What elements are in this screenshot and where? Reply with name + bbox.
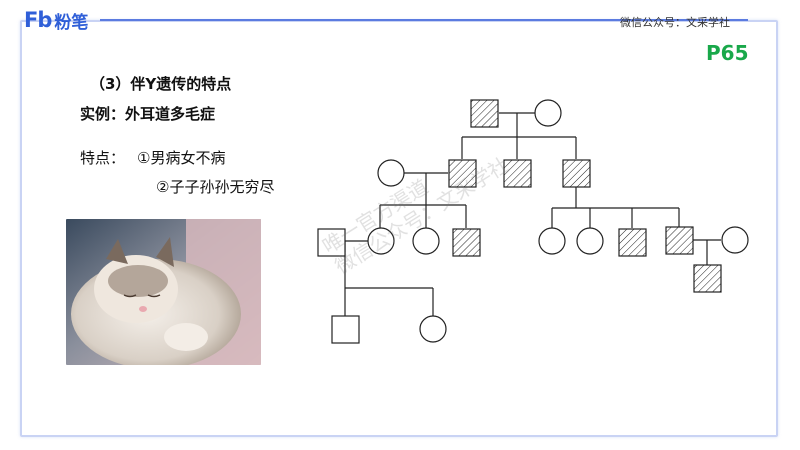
wechat-label: 微信公众号：文采学社 [620, 16, 730, 29]
gen2-affected-male-2 [503, 159, 532, 188]
gen4-male [331, 315, 360, 344]
section-heading: （3）伴Y遗传的特点 [90, 75, 232, 93]
gen4-affected-male [693, 264, 722, 293]
cat-photo-graphic [66, 219, 261, 365]
brand-logo: Fb 粉笔 [24, 8, 89, 33]
gen1-affected-male [470, 99, 499, 128]
gen3-female-5 [721, 226, 749, 254]
gen3-affected-male-2 [618, 228, 647, 257]
gen3-female-1 [367, 227, 395, 255]
gen2-affected-male-3 [562, 159, 591, 188]
gen3-affected-male-3 [665, 226, 694, 255]
header-rule [100, 19, 748, 21]
gen3-male [317, 228, 346, 257]
gen3-female-2 [412, 227, 440, 255]
features-label: 特点： [80, 149, 126, 167]
logo-text: 粉笔 [54, 12, 89, 33]
gen3-affected-male-1 [452, 228, 481, 257]
feature-1: ①男病女不病 [137, 149, 226, 167]
gen1-female [534, 99, 562, 127]
cat-photo [66, 219, 261, 365]
gen3-female-4 [576, 227, 604, 255]
gen4-female [419, 315, 447, 343]
gen2-female [377, 159, 405, 187]
gen3-female-3 [538, 227, 566, 255]
gen2-affected-male-1 [448, 159, 477, 188]
page-number: P65 [706, 41, 749, 65]
slide-frame [20, 20, 778, 437]
feature-2: ②子子孙孙无穷尽 [156, 178, 275, 196]
pedigree-lines [344, 112, 721, 316]
example-line: 实例：外耳道多毛症 [80, 105, 216, 123]
logo-mark: Fb [24, 8, 52, 32]
